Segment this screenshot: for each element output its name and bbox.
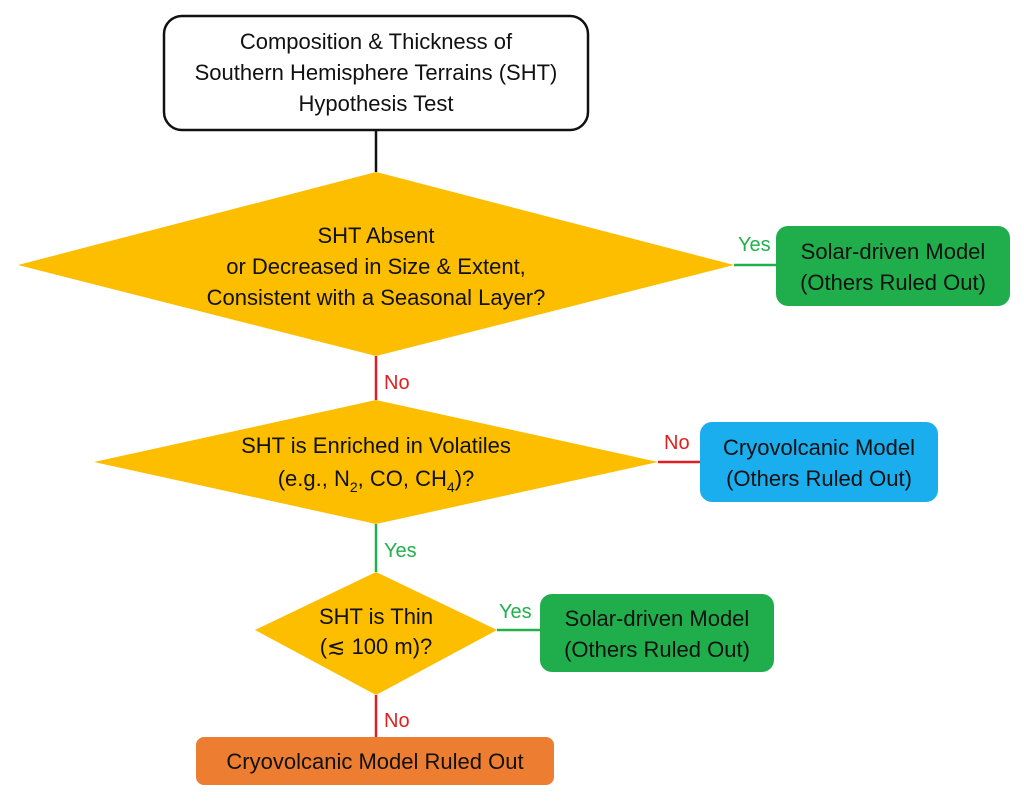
decision-2-suffix: )? — [455, 466, 475, 491]
decision-1-diamond — [18, 172, 734, 356]
decision-2-subscript-1: 2 — [350, 479, 358, 495]
decision-3-no-label: No — [384, 710, 410, 732]
start-line-2: Southern Hemisphere Terrains (SHT) — [195, 60, 558, 85]
decision-1-line-3: Consistent with a Seasonal Layer? — [207, 285, 546, 310]
outcome-1-box — [776, 226, 1010, 306]
outcome-1-line-1: Solar-driven Model — [801, 239, 986, 264]
outcome-3-line-2: (Others Ruled Out) — [564, 637, 750, 662]
start-line-1: Composition & Thickness of — [240, 29, 513, 54]
outcome-2: Cryovolcanic Model (Others Ruled Out) — [700, 422, 938, 502]
decision-2: SHT is Enriched in Volatiles (e.g., N2, … — [94, 400, 658, 524]
decision-2-line-1: SHT is Enriched in Volatiles — [241, 433, 511, 458]
decision-1-no-label: No — [384, 372, 410, 394]
decision-3-yes-label: Yes — [499, 601, 532, 623]
decision-2-prefix: (e.g., N — [278, 466, 350, 491]
decision-1: SHT Absent or Decreased in Size & Extent… — [18, 172, 734, 356]
connectors — [374, 130, 776, 737]
outcome-3-line-1: Solar-driven Model — [565, 606, 750, 631]
decision-3: SHT is Thin (≲ 100 m)? — [255, 572, 497, 695]
decision-1-line-2: or Decreased in Size & Extent, — [226, 254, 526, 279]
decision-2-diamond — [94, 400, 658, 524]
start-box — [162, 14, 590, 132]
outcome-1: Solar-driven Model (Others Ruled Out) — [776, 226, 1010, 306]
decision-2-middle: , CO, CH — [358, 466, 447, 491]
start-line-3: Hypothesis Test — [299, 91, 454, 116]
outcome-2-box — [700, 422, 938, 502]
outcome-3-box — [540, 594, 774, 672]
decision-2-yes-label: Yes — [384, 540, 417, 562]
final-box — [196, 737, 554, 785]
decision-2-line-2: (e.g., N2, CO, CH4)? — [278, 466, 475, 495]
decision-2-subscript-2: 4 — [447, 479, 455, 495]
final-node: Cryovolcanic Model Ruled Out — [196, 737, 554, 785]
decision-1-yes-label: Yes — [738, 234, 771, 256]
outcome-2-line-2: (Others Ruled Out) — [726, 466, 912, 491]
start-node: Composition & Thickness of Southern Hemi… — [162, 14, 590, 132]
final-label: Cryovolcanic Model Ruled Out — [226, 749, 523, 774]
decision-3-line-1: SHT is Thin — [319, 604, 433, 629]
decision-3-diamond — [255, 572, 497, 695]
decision-2-no-label: No — [664, 432, 690, 454]
decision-1-line-1: SHT Absent — [318, 223, 435, 248]
edge-labels: Yes No No Yes Yes No — [384, 234, 771, 732]
decision-3-line-2: (≲ 100 m)? — [320, 634, 433, 659]
outcome-2-line-1: Cryovolcanic Model — [723, 435, 915, 460]
outcome-3: Solar-driven Model (Others Ruled Out) — [540, 594, 774, 672]
outcome-1-line-2: (Others Ruled Out) — [800, 270, 986, 295]
